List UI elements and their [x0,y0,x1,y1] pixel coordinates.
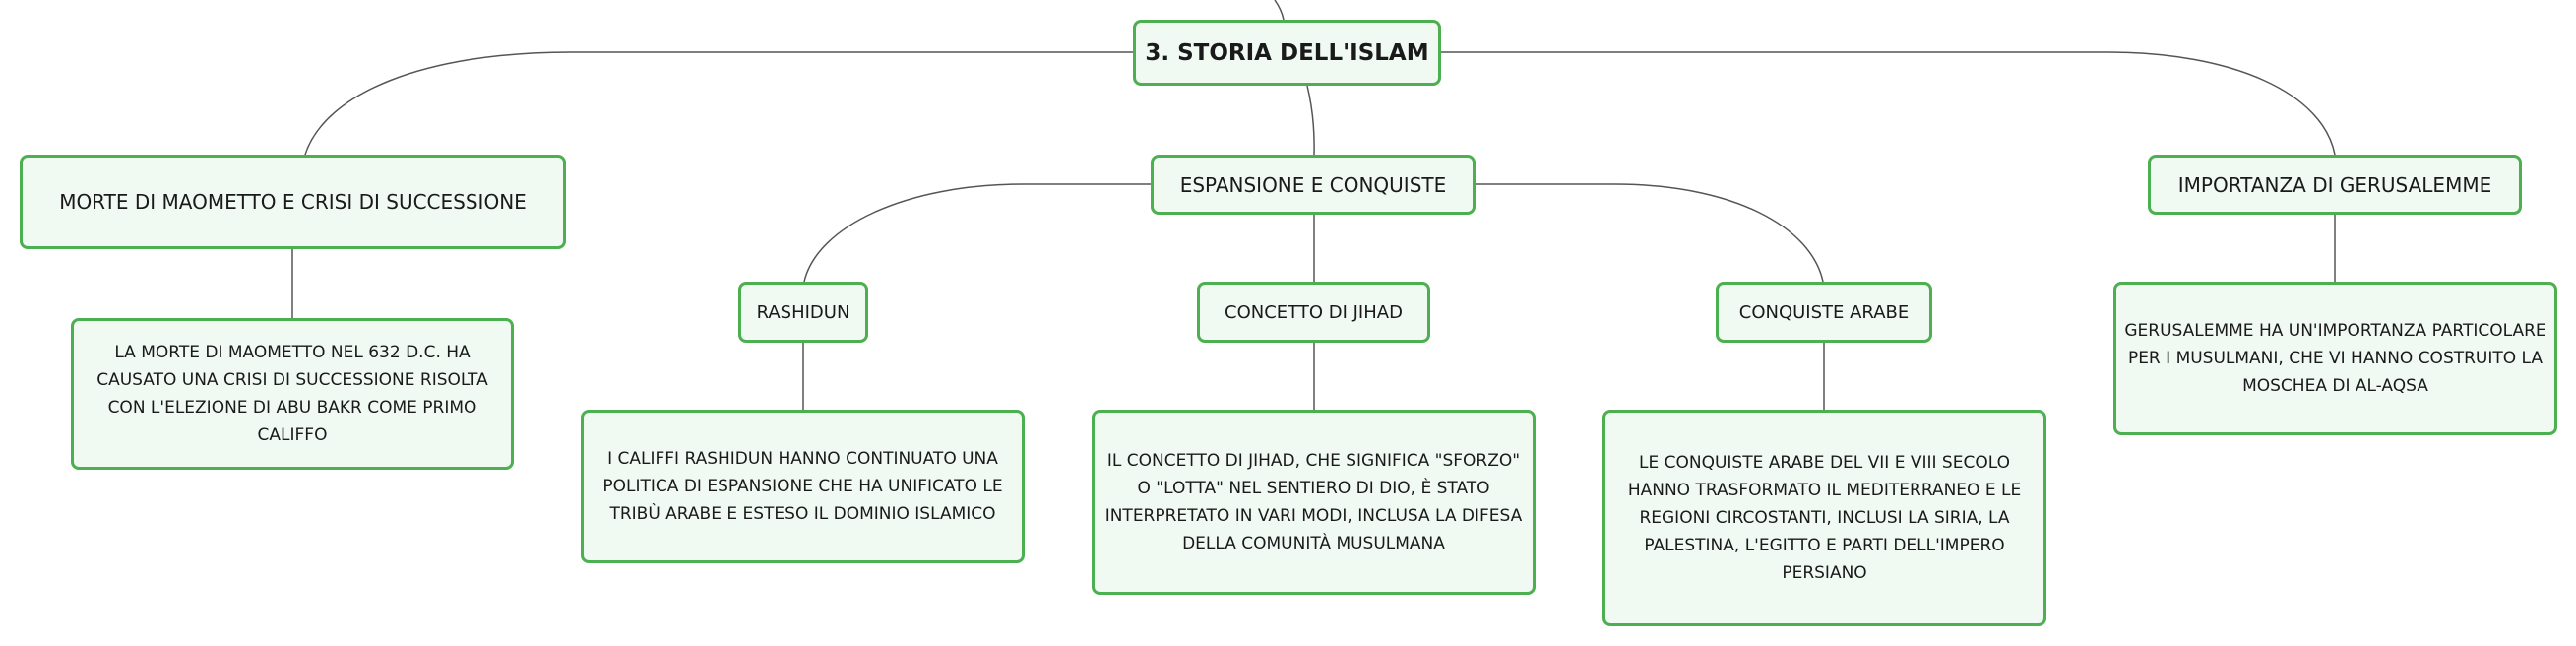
connector-espansione-to-conquiste [1476,183,1824,283]
connector-espansione-to-rashidun [803,183,1151,283]
subtopic-concetto-di-jihad[interactable]: CONCETTO DI JIHAD [1197,282,1430,343]
connector-main-to-espansione [1306,85,1315,156]
connector-parent-to-main [1274,0,1285,21]
detail-rashidun[interactable]: I CALIFFI RASHIDUN HANNO CONTINUATO UNA … [581,410,1025,563]
main-topic-node[interactable]: 3. STORIA DELL'ISLAM [1133,20,1441,86]
detail-gerusalemme-text: GERUSALEMME HA UN'IMPORTANZA PARTICOLARE… [2124,321,2546,396]
topic-importanza-di-gerusalemme[interactable]: IMPORTANZA DI GERUSALEMME [2148,155,2522,215]
topic-gerusalemme-label: IMPORTANZA DI GERUSALEMME [2177,172,2492,197]
detail-importanza-di-gerusalemme[interactable]: GERUSALEMME HA UN'IMPORTANZA PARTICOLARE… [2113,282,2557,435]
connector-main-to-morte [304,51,1133,156]
main-topic-label: 3. STORIA DELL'ISLAM [1145,39,1429,66]
topic-morte-label: MORTE DI MAOMETTO E CRISI DI SUCCESSIONE [59,190,527,214]
detail-rashidun-text: I CALIFFI RASHIDUN HANNO CONTINUATO UNA … [602,449,1003,524]
subtopic-conquiste-arabe[interactable]: CONQUISTE ARABE [1716,282,1932,343]
subtopic-rashidun-label: RASHIDUN [756,301,850,323]
connector-main-to-gerusalemme [1441,51,2336,156]
detail-conquiste-text: LE CONQUISTE ARABE DEL VII E VIII SECOLO… [1627,453,2022,583]
detail-morte-di-maometto[interactable]: LA MORTE DI MAOMETTO NEL 632 D.C. HA CAU… [71,318,514,470]
subtopic-jihad-label: CONCETTO DI JIHAD [1225,301,1403,323]
topic-morte-di-maometto[interactable]: MORTE DI MAOMETTO E CRISI DI SUCCESSIONE [20,155,566,249]
detail-morte-text: LA MORTE DI MAOMETTO NEL 632 D.C. HA CAU… [96,343,488,445]
subtopic-conquiste-label: CONQUISTE ARABE [1738,301,1910,323]
detail-jihad-text: IL CONCETTO DI JIHAD, CHE SIGNIFICA "SFO… [1104,451,1523,553]
topic-espansione-e-conquiste[interactable]: ESPANSIONE E CONQUISTE [1151,155,1476,215]
detail-conquiste-arabe[interactable]: LE CONQUISTE ARABE DEL VII E VIII SECOLO… [1602,410,2046,626]
topic-espansione-label: ESPANSIONE E CONQUISTE [1179,172,1447,197]
subtopic-rashidun[interactable]: RASHIDUN [738,282,868,343]
detail-concetto-di-jihad[interactable]: IL CONCETTO DI JIHAD, CHE SIGNIFICA "SFO… [1092,410,1536,595]
